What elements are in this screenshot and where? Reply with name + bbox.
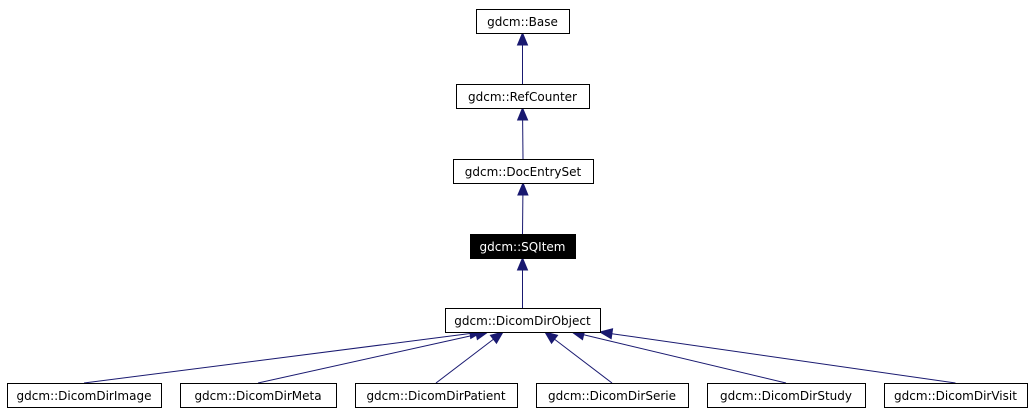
class-node-dicomdirobject[interactable]: gdcm::DicomDirObject: [445, 308, 601, 333]
edge-dicomdirobject-to-sqitem: [516, 256, 529, 308]
class-box[interactable]: [180, 383, 337, 408]
inheritance-arrowhead-icon: [516, 256, 529, 271]
class-label: gdcm::RefCounter: [468, 90, 577, 104]
edge-refcounter-to-base: [516, 31, 529, 84]
class-box[interactable]: [453, 159, 594, 184]
edge-line: [554, 338, 613, 384]
class-node-sqitem[interactable]: gdcm::SQItem: [470, 234, 576, 259]
class-node-docentryset[interactable]: gdcm::DocEntrySet: [453, 159, 594, 184]
edge-line: [583, 334, 787, 384]
class-box[interactable]: [456, 84, 590, 109]
edge-line: [83, 333, 471, 384]
inheritance-arrowhead-icon: [516, 106, 529, 121]
edge-docentryset-to-refcounter: [516, 106, 529, 160]
class-label: gdcm::DicomDirImage: [17, 389, 152, 403]
class-label: gdcm::DicomDirObject: [454, 314, 591, 328]
class-box[interactable]: [470, 234, 576, 259]
class-node-base[interactable]: gdcm::Base: [476, 9, 570, 34]
class-node-dicomdirserie[interactable]: gdcm::DicomDirSerie: [536, 383, 689, 408]
inheritance-arrowhead-icon: [543, 331, 559, 345]
inheritance-arrowhead-icon: [489, 331, 505, 345]
edge-line: [257, 334, 477, 384]
edge-line: [435, 338, 494, 384]
class-label: gdcm::DicomDirSerie: [548, 389, 676, 403]
class-box[interactable]: [707, 383, 866, 408]
class-label: gdcm::DicomDirStudy: [720, 389, 852, 403]
class-label: gdcm::DicomDirMeta: [194, 389, 321, 403]
edge-dicomdirserie-to-dicomdirobject: [543, 331, 613, 384]
edge-dicomdirpatient-to-dicomdirobject: [435, 331, 505, 384]
class-label: gdcm::Base: [487, 15, 558, 29]
edge-line: [611, 333, 956, 384]
class-node-dicomdirimage[interactable]: gdcm::DicomDirImage: [7, 383, 162, 408]
class-label: gdcm::DicomDirPatient: [366, 389, 505, 403]
inheritance-arrowhead-icon: [598, 328, 614, 340]
class-label: gdcm::DocEntrySet: [465, 165, 582, 179]
class-node-dicomdirstudy[interactable]: gdcm::DicomDirStudy: [707, 383, 866, 408]
class-label: gdcm::DicomDirVisit: [894, 389, 1017, 403]
class-node-dicomdirpatient[interactable]: gdcm::DicomDirPatient: [355, 383, 518, 408]
edge-dicomdirimage-to-dicomdirobject: [83, 327, 484, 384]
class-box[interactable]: [884, 383, 1028, 408]
class-box[interactable]: [536, 383, 689, 408]
nodes-layer: gdcm::Basegdcm::RefCountergdcm::DocEntry…: [7, 9, 1028, 408]
edge-sqitem-to-docentryset: [517, 181, 529, 235]
class-box[interactable]: [445, 308, 601, 333]
class-label: gdcm::SQItem: [480, 240, 566, 254]
class-node-refcounter[interactable]: gdcm::RefCounter: [456, 84, 590, 109]
class-box[interactable]: [355, 383, 518, 408]
edge-dicomdirstudy-to-dicomdirobject: [570, 329, 787, 384]
inheritance-arrowhead-icon: [517, 181, 529, 196]
class-node-dicomdirvisit[interactable]: gdcm::DicomDirVisit: [884, 383, 1028, 408]
inheritance-arrowhead-icon: [516, 31, 529, 46]
class-node-dicomdirmeta[interactable]: gdcm::DicomDirMeta: [180, 383, 337, 408]
edge-dicomdirvisit-to-dicomdirobject: [598, 328, 956, 384]
class-box[interactable]: [476, 9, 570, 34]
class-box[interactable]: [7, 383, 162, 408]
